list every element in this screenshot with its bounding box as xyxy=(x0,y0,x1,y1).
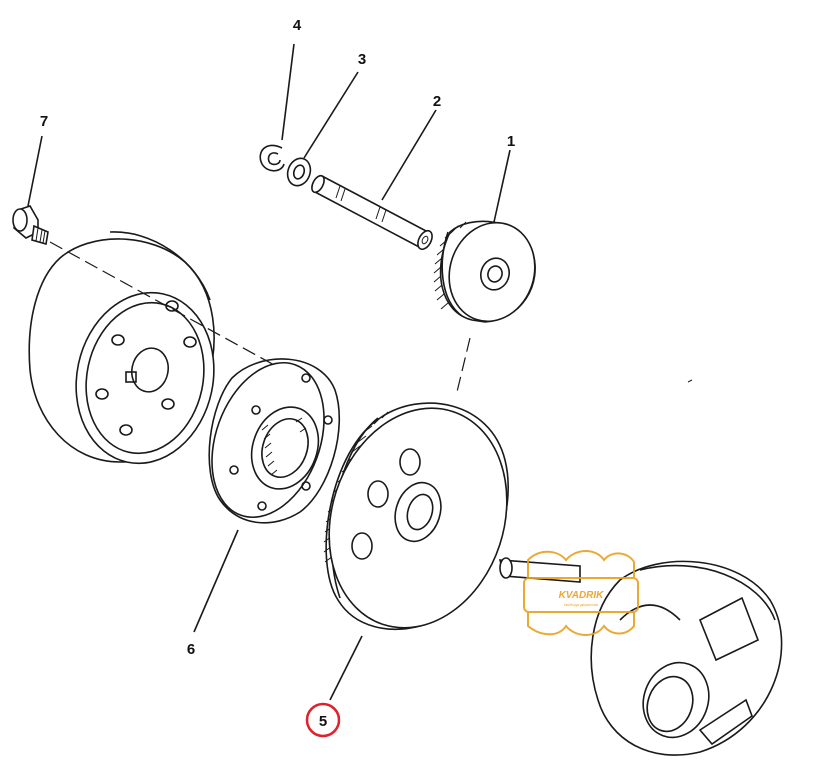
callout-1: 1 xyxy=(507,133,515,150)
callout-3: 3 xyxy=(358,51,366,68)
callout-2: 2 xyxy=(433,93,441,110)
callout-6: 6 xyxy=(187,641,195,658)
watermark-tagline: свобода движения xyxy=(564,602,599,607)
part-5-starter-wheel-gear xyxy=(323,402,509,631)
flywheel-rotor xyxy=(28,231,215,465)
callout-5: 5 xyxy=(319,713,327,730)
part-6-starter-clutch xyxy=(208,358,341,524)
highlight-circle xyxy=(305,702,341,738)
part-2-shaft xyxy=(311,174,433,251)
part-7-bolt xyxy=(12,205,49,246)
part-3-washer xyxy=(286,157,312,187)
callout-labels: 4 3 2 1 7 6 5 xyxy=(40,17,515,738)
leader-lines xyxy=(27,43,511,701)
callout-7: 7 xyxy=(40,113,48,130)
assembly-center-lines xyxy=(49,241,693,397)
watermark-brand: KVADRIK xyxy=(559,590,605,601)
callout-4: 4 xyxy=(293,17,302,34)
kvadrik-watermark-logo: KVADRIK свобода движения xyxy=(523,550,639,636)
clutch-housing-partial xyxy=(498,557,783,756)
part-4-circlip xyxy=(259,144,285,172)
part-1-idler-gear xyxy=(433,220,536,323)
